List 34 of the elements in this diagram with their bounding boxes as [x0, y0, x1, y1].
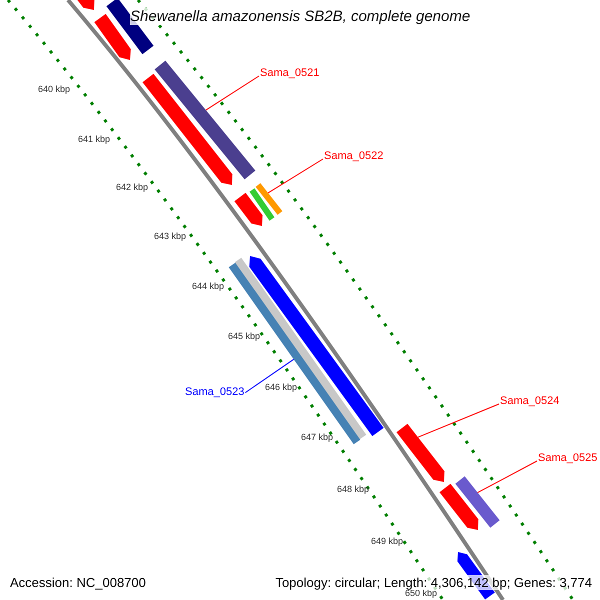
scale-label: 649 kbp: [371, 536, 404, 546]
scale-label: 647 kbp: [301, 432, 334, 442]
scale-label: 650 kbp: [405, 588, 438, 598]
leader-line: [477, 460, 538, 494]
scale-label: 644 kbp: [192, 281, 224, 291]
gene-feature: [396, 424, 444, 482]
info-text: Accession: NC_008700: [10, 575, 146, 590]
gene-feature: [234, 192, 262, 226]
leader-line: [205, 76, 260, 111]
scale-label: 640 kbp: [38, 84, 70, 94]
gene-label: Sama_0523: [185, 386, 244, 398]
leader-line: [244, 358, 294, 394]
scale-label: 648 kbp: [337, 484, 370, 494]
gene-feature: [142, 74, 232, 185]
scale-label: 641 kbp: [78, 134, 110, 144]
gene-label: Sama_0525: [538, 452, 598, 464]
info-text: Topology: circular; Length: 4,306,142 bp; Genes: 3,774: [275, 575, 592, 590]
gene-feature: [154, 60, 256, 180]
gene-feature: [256, 183, 282, 215]
leader-line: [268, 158, 324, 194]
scale-label: 645 kbp: [228, 331, 260, 341]
gene-feature: [440, 484, 478, 530]
scale-label: 643 kbp: [154, 231, 186, 241]
gene-feature: [250, 188, 274, 221]
scale-label: 642 kbp: [116, 182, 148, 192]
gene-feature: [74, 0, 94, 10]
gene-label: Sama_0524: [500, 395, 560, 407]
gene-label: Sama_0522: [324, 150, 384, 162]
leader-line: [418, 404, 500, 438]
scale-label: 646 kbp: [265, 382, 298, 392]
gene-feature: [455, 476, 500, 528]
gene-feature: [94, 14, 131, 60]
gene-label: Sama_0521: [260, 67, 320, 79]
map-title: Shewanella amazonensis SB2B, complete genome: [130, 8, 470, 25]
